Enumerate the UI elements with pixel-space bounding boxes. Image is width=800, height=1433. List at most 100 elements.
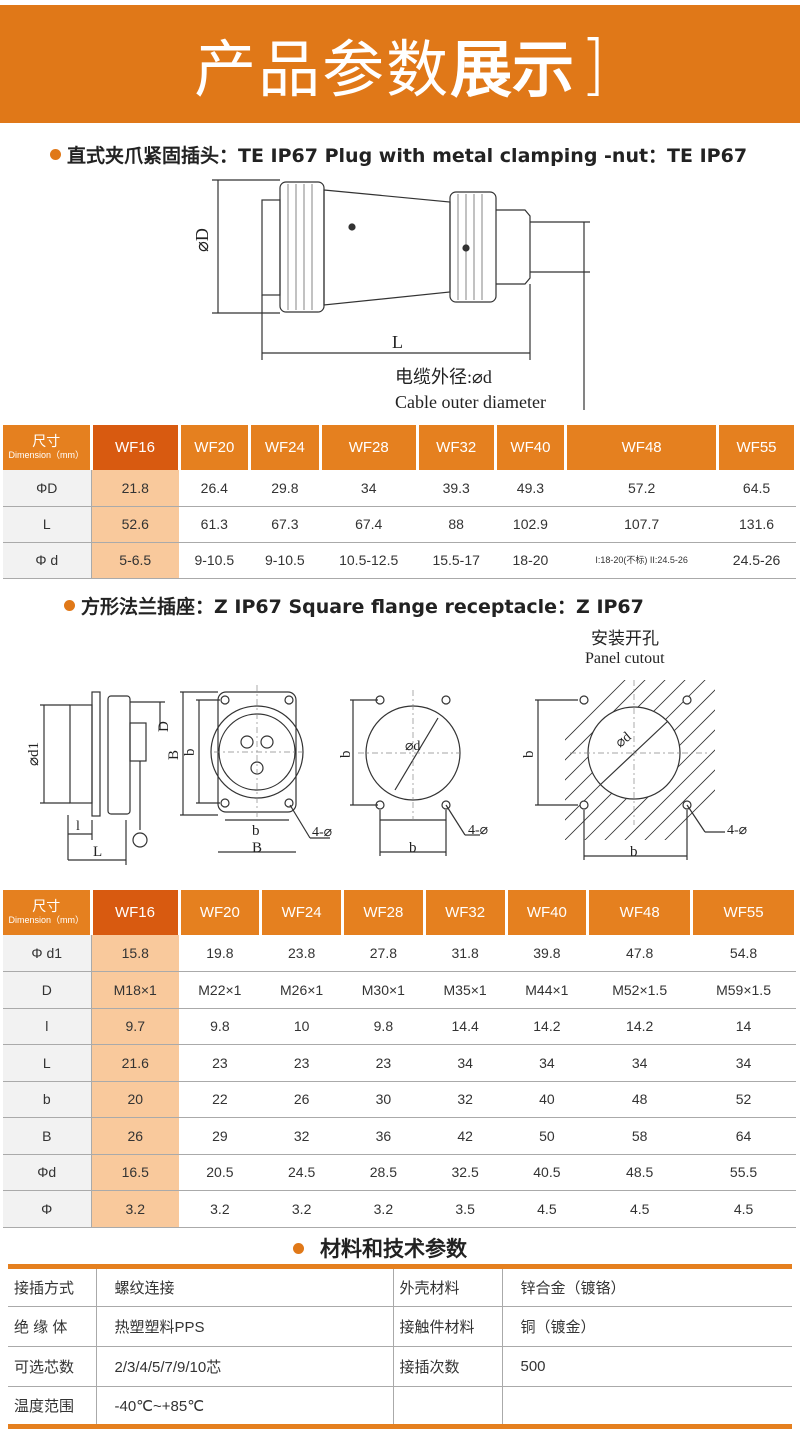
property-value: 螺纹连接 [96, 1266, 394, 1307]
table-cell: 34 [320, 470, 418, 507]
table-cell: 9.7 [91, 1008, 179, 1045]
property-label: 接触件材料 [393, 1306, 503, 1347]
table-cell: 48 [587, 1081, 692, 1118]
table-cell: 107.7 [565, 506, 718, 543]
model-header: WF16 [91, 425, 181, 470]
table-cell: M59×1.5 [691, 971, 796, 1009]
table-cell: 21.8 [91, 470, 179, 507]
table-cell: M18×1 [91, 971, 179, 1009]
table-cell: 29 [179, 1117, 261, 1155]
dim-b-label: b [338, 751, 354, 759]
table-cell: 34 [424, 1044, 506, 1082]
table-cell: 50 [506, 1117, 588, 1155]
model-header: WF20 [179, 425, 252, 470]
property-value [502, 1387, 792, 1427]
table-cell: 27.8 [342, 935, 425, 972]
row-label: Φd [3, 1154, 92, 1191]
row-label: Φ [3, 1190, 92, 1228]
row-label: L [3, 1044, 92, 1082]
table-cell: 3.2 [179, 1190, 261, 1228]
table-cell: 14.2 [506, 1008, 588, 1045]
table-row: 温度范围-40℃~+85℃ [8, 1386, 792, 1427]
model-header: WF55 [717, 425, 797, 470]
table-cell: 32 [260, 1117, 343, 1155]
model-header: WF20 [179, 890, 263, 935]
table-cell: 39.3 [417, 470, 496, 507]
table-cell: 15.8 [91, 935, 179, 972]
dim-B-label: B [252, 840, 262, 856]
dim-d1-label: ⌀d1 [26, 742, 42, 766]
table-cell: 3.2 [342, 1190, 425, 1228]
model-header: WF24 [260, 890, 344, 935]
bullet-icon [293, 1242, 304, 1254]
table-cell: 23.8 [260, 935, 343, 972]
table-cell: 4.5 [587, 1190, 692, 1228]
banner-bracket: ] [580, 25, 606, 103]
row-label: Φ d [3, 542, 92, 579]
model-header: WF40 [506, 890, 590, 935]
bullet-icon [64, 600, 75, 611]
model-header: WF55 [691, 890, 797, 935]
property-label: 可选芯数 [8, 1346, 97, 1387]
row-label: D [3, 971, 92, 1009]
row-label: Φ d1 [3, 935, 92, 972]
holes-label: 4-⌀ [468, 823, 488, 838]
property-value: 铜（镀金） [502, 1306, 792, 1347]
table-cell: 67.4 [320, 506, 418, 543]
table-cell: 61.3 [179, 506, 250, 543]
table-cell: 20.5 [179, 1154, 261, 1191]
table-cell: 64 [691, 1117, 796, 1155]
dim-D-label: D [156, 721, 172, 732]
table-cell: 20 [91, 1081, 179, 1118]
table-cell: 15.5-17 [417, 542, 496, 579]
row-label: L [3, 506, 92, 543]
table-cell: 10 [260, 1008, 343, 1045]
table-cell: 9-10.5 [179, 542, 250, 579]
table-cell: 4.5 [506, 1190, 588, 1228]
table-cell: 26 [260, 1081, 343, 1118]
property-value: 热塑塑料PPS [96, 1306, 394, 1347]
dim-d-label: ⌀d [405, 739, 420, 754]
table-cell: 131.6 [717, 506, 796, 543]
cable-en-label: Cable outer diameter [395, 392, 546, 412]
table-cell: 47.8 [587, 935, 692, 972]
banner-title-bold: 展示 [450, 33, 575, 106]
table-cell: 48.5 [587, 1154, 692, 1191]
table-cell: 26 [91, 1117, 179, 1155]
property-label: 绝 缘 体 [8, 1306, 97, 1347]
property-value: -40℃~+85℃ [96, 1386, 394, 1427]
table-cell: 5-6.5 [91, 542, 179, 579]
table-cell: 64.5 [717, 470, 796, 507]
page-banner: 产品参数展示] [0, 5, 800, 123]
dim-B-label: B [166, 750, 182, 760]
table-row: 接插方式螺纹连接外壳材料锌合金（镀铬） [8, 1266, 792, 1307]
dim-b-label: b [630, 844, 638, 860]
dim-b-label: b [252, 823, 260, 839]
table-cell: 58 [587, 1117, 692, 1155]
property-value: 锌合金（镀铬） [502, 1266, 792, 1307]
table-cell: 14.4 [424, 1008, 506, 1045]
dim-L-label: L [392, 332, 403, 352]
table-cell: 19.8 [179, 935, 261, 972]
model-header: WF40 [495, 425, 568, 470]
model-header: WF32 [417, 425, 497, 470]
row-label: b [3, 1081, 92, 1118]
table-cell: 9-10.5 [249, 542, 321, 579]
dim-b-label: b [409, 840, 417, 856]
model-header: WF48 [587, 890, 694, 935]
model-header: WF32 [424, 890, 508, 935]
table-cell: 18-20 [495, 542, 566, 579]
table-cell: M26×1 [260, 971, 343, 1009]
table-cell: 22 [179, 1081, 261, 1118]
dim-L-label: L [93, 844, 102, 860]
table-cell: 3.5 [424, 1190, 506, 1228]
table-cell: 24.5 [260, 1154, 343, 1191]
cable-cn-label: 电缆外径:⌀d [395, 367, 492, 387]
